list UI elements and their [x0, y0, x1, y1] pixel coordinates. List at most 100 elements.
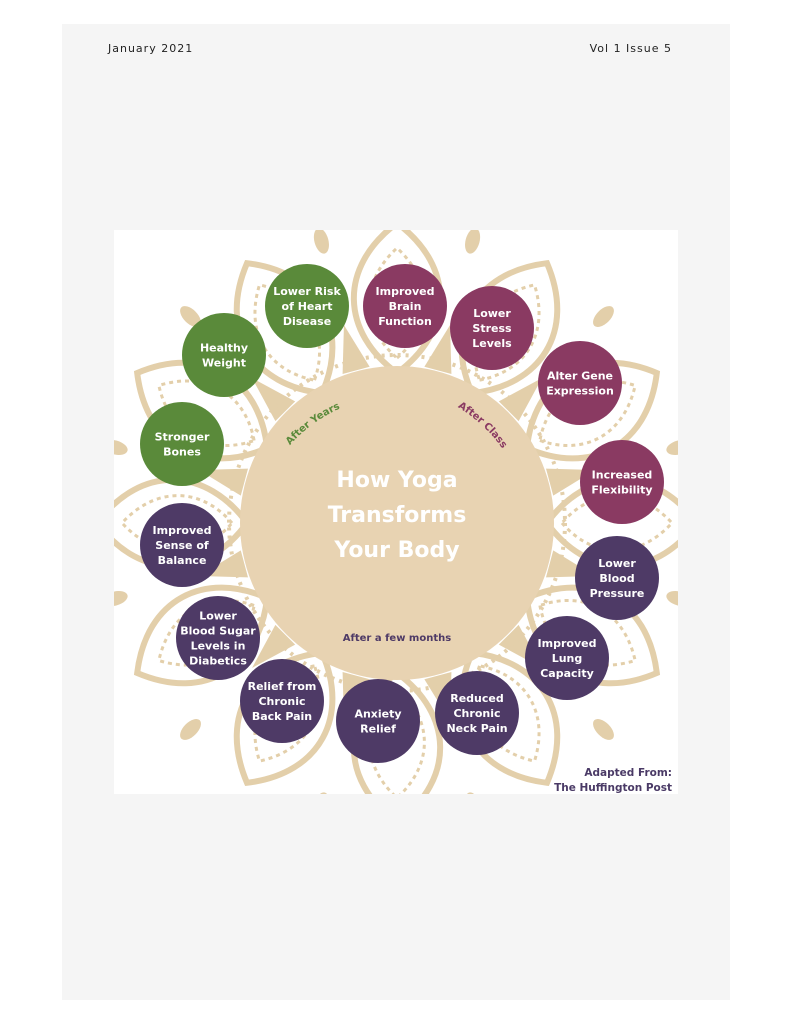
- bubble-label: Anxiety: [354, 708, 401, 721]
- bubble-label: Lung: [552, 652, 583, 665]
- bubble-label: Flexibility: [591, 484, 652, 497]
- bubble-label: Alter Gene: [547, 370, 613, 383]
- mandala-leaf: [180, 719, 201, 740]
- mandala-leaf: [114, 439, 128, 455]
- bubble-label: Function: [378, 315, 432, 328]
- bubble-circle: [575, 536, 659, 620]
- mandala-leaf: [114, 591, 128, 607]
- bubble-label: Capacity: [540, 667, 594, 680]
- bubble-label: Relief: [360, 723, 396, 736]
- bubble-circle: [176, 596, 260, 680]
- bubble-label: Increased: [592, 469, 653, 482]
- center-circle: [240, 366, 554, 680]
- mandala-leaf: [666, 439, 678, 455]
- bubble-circle: [450, 286, 534, 370]
- bubble-label: Chronic: [258, 695, 305, 708]
- bubble-circle: [140, 503, 224, 587]
- mandala-leaf: [180, 306, 201, 327]
- mandala-leaf: [666, 591, 678, 607]
- title-line: Transforms: [328, 503, 467, 528]
- credit-line: The Huffington Post: [554, 782, 672, 794]
- bubble-label: Blood Sugar: [180, 625, 256, 638]
- mandala-leaf: [465, 792, 481, 794]
- bubble-label: Disease: [283, 315, 331, 328]
- bubble-circle: [336, 679, 420, 763]
- bubble-circle: [182, 313, 266, 397]
- issue-date: January 2021: [108, 42, 194, 55]
- mandala-spike: [498, 378, 542, 422]
- mandala-leaf: [313, 792, 329, 794]
- bubble-circle: [140, 402, 224, 486]
- bubble-label: Reduced: [450, 692, 504, 705]
- bubble-label: Lower: [199, 610, 237, 623]
- credit-line: Adapted From:: [584, 767, 672, 779]
- bubble-label: Back Pain: [252, 710, 312, 723]
- mandala-leaf: [593, 719, 614, 740]
- bubble-label: Bones: [163, 446, 201, 459]
- bubble-label: Expression: [546, 385, 614, 398]
- bubble-label: Stress: [472, 322, 512, 335]
- mandala-leaf: [465, 230, 481, 254]
- bubble-label: Diabetics: [189, 655, 247, 668]
- mandala-leaf: [593, 306, 614, 327]
- bubble-circle: [580, 440, 664, 524]
- bubble-label: Sense of: [155, 539, 209, 552]
- mandala-ring: [227, 353, 567, 693]
- bubble-circle: [538, 341, 622, 425]
- bubble-label: Lower: [473, 307, 511, 320]
- mandala-leaf: [313, 230, 329, 254]
- bubble-label: Neck Pain: [446, 722, 507, 735]
- mandala-spike: [424, 324, 452, 375]
- bubble-label: Improved: [538, 637, 597, 650]
- source-credit: Adapted From: The Huffington Post: [554, 767, 672, 794]
- bubble-circle: [240, 659, 324, 743]
- bubble-label: Blood: [599, 572, 634, 585]
- bubble-label: Stronger: [155, 431, 210, 444]
- bubble-label: Weight: [202, 357, 246, 370]
- bubble-label: Pressure: [590, 587, 645, 600]
- mandala-spike: [198, 468, 249, 496]
- mandala-spike: [342, 324, 370, 375]
- title-line: How Yoga: [336, 468, 457, 493]
- bubble-circle: [435, 671, 519, 755]
- bubble-label: Levels in: [191, 640, 246, 653]
- bubble-label: of Heart: [282, 300, 333, 313]
- mandala-spike: [252, 378, 296, 422]
- bubble-label: Improved: [153, 524, 212, 537]
- bubble-label: Lower Risk: [273, 285, 341, 298]
- bubble-label: Brain: [389, 300, 422, 313]
- after-months-label: After a few months: [343, 633, 451, 644]
- bubble-label: Improved: [376, 285, 435, 298]
- issue-number: Vol 1 Issue 5: [589, 42, 672, 55]
- bubble-label: Balance: [158, 554, 207, 567]
- bubble-label: Chronic: [453, 707, 500, 720]
- bubble-label: Healthy: [200, 342, 248, 355]
- bubble-label: Levels: [472, 337, 512, 350]
- title-line: Your Body: [333, 538, 459, 563]
- bubble-circle: [525, 616, 609, 700]
- bubble-label: Relief from: [248, 680, 317, 693]
- bubble-label: Lower: [598, 557, 636, 570]
- bubble-circle: [363, 264, 447, 348]
- mandala-spike: [252, 624, 296, 668]
- bubble-circle: [265, 264, 349, 348]
